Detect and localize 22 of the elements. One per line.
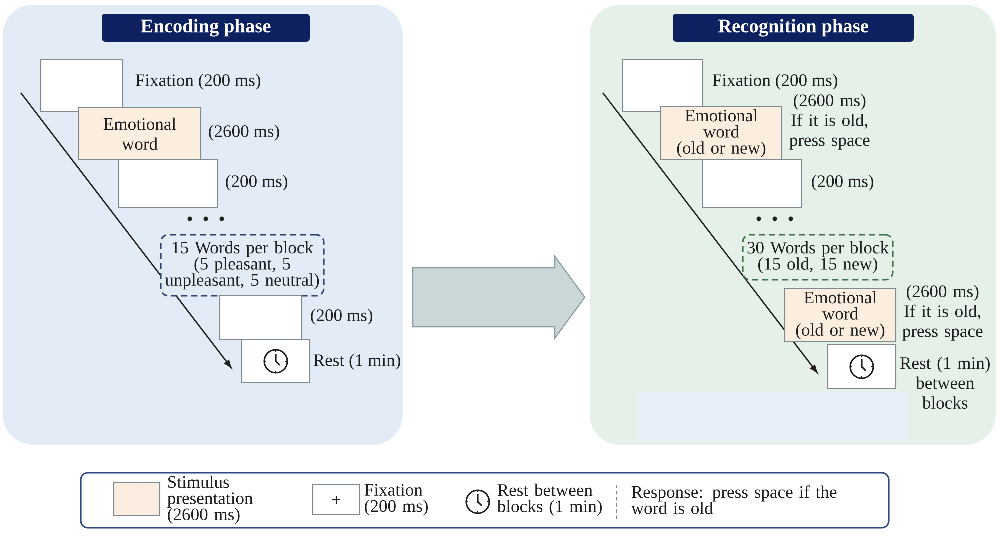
timing-label: (2600 ms) bbox=[209, 125, 280, 141]
block-arrow bbox=[412, 254, 586, 340]
dashed-box: 30 Words per block (15 old, 15 new) bbox=[742, 234, 894, 281]
legend-text: Stimulus presentation (2600 ms) bbox=[168, 476, 253, 524]
word-box: Emotional word (old or new) bbox=[784, 288, 897, 343]
legend-text: Rest between blocks (1 min) bbox=[497, 484, 602, 516]
timing-label: (200 ms) bbox=[311, 309, 373, 325]
timing-label: (2600 ms) If it is old, press space bbox=[902, 285, 983, 341]
word-box: Emotional word (old or new) bbox=[660, 106, 783, 161]
phase-header: Encoding phase bbox=[102, 14, 310, 42]
legend-text: Response: press space if the word is old bbox=[631, 486, 837, 514]
timing-label: (200 ms) bbox=[226, 175, 288, 191]
legend-text: Fixation (200 ms) bbox=[364, 484, 428, 516]
timing-label: (2600 ms) If it is old, press space bbox=[790, 94, 870, 150]
dashed-box: 15 Words per block (5 pleasant, 5 unpleasant, 5 neutral) bbox=[160, 234, 325, 297]
word-box: Emotional word bbox=[78, 107, 202, 161]
timing-label: Fixation (200 ms) bbox=[136, 74, 261, 90]
timing-label: Rest (1 min) between blocks bbox=[900, 356, 990, 410]
timing-label: Rest (1 min) bbox=[314, 354, 400, 370]
timing-label: (200 ms) bbox=[812, 175, 874, 191]
timing-label: Fixation (200 ms) bbox=[712, 74, 838, 90]
phase-header: Recognition phase bbox=[673, 14, 914, 42]
